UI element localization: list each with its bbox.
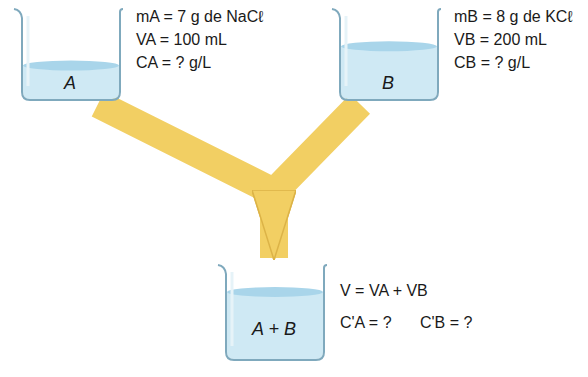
quantity-label: mB = 8 g de KCℓ (454, 8, 573, 26)
beaker-glass (216, 262, 332, 362)
solution-surface (227, 287, 323, 297)
glass-outline (218, 265, 327, 360)
quantity-label: CB = ? g/L (454, 54, 530, 72)
quantity-label: C'A = ? (340, 314, 392, 332)
beaker: A (12, 6, 128, 102)
solution-surface (23, 61, 119, 71)
beaker-label: B (330, 73, 446, 94)
quantity-label: V = VA + VB (340, 282, 428, 300)
beaker-label: A (12, 73, 128, 94)
glass-highlight (345, 16, 348, 86)
solution-surface (341, 41, 437, 51)
quantity-label: mA = 7 g de NaCℓ (136, 8, 263, 26)
beaker: B (330, 6, 446, 102)
quantity-label: VB = 200 mL (454, 31, 547, 49)
merge-arrow (98, 104, 274, 258)
quantity-label: C'B = ? (420, 314, 472, 332)
quantity-label: CA = ? g/L (136, 54, 211, 72)
merge-arrow (274, 104, 360, 258)
beaker-label: A + B (216, 319, 332, 340)
beaker: A + B (216, 262, 332, 362)
quantity-label: VA = 100 mL (136, 31, 227, 49)
glass-highlight (27, 16, 30, 86)
glass-highlight (231, 272, 234, 346)
